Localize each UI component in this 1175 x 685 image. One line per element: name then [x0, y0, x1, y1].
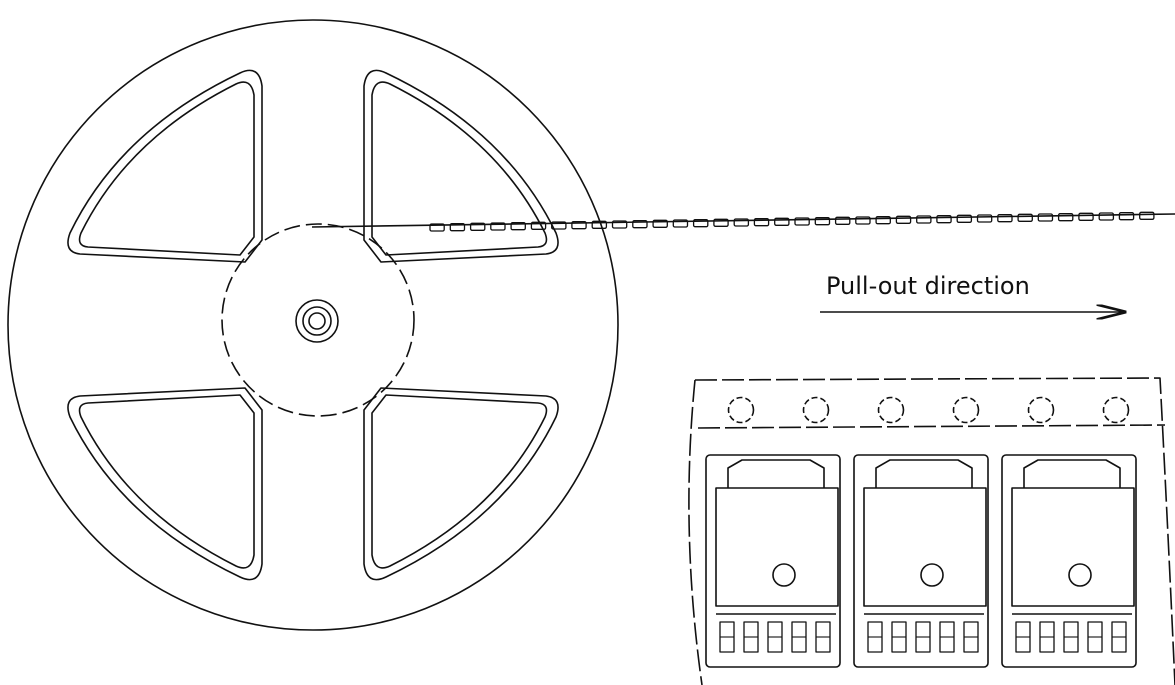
component-body [863, 487, 987, 607]
tape-pocket [753, 218, 770, 227]
tape-pocket [834, 216, 851, 225]
tape-pocket [429, 223, 445, 232]
smd-component [705, 454, 841, 668]
tape-detail [688, 377, 1175, 685]
sprocket-hole [727, 396, 755, 424]
tape-pocket [591, 220, 608, 229]
sprocket-hole [952, 396, 980, 424]
component-body [1011, 487, 1135, 607]
tape-pocket [1118, 212, 1135, 221]
sprocket-hole [802, 396, 830, 424]
tape-pocket [1078, 212, 1094, 221]
tape-pocket [632, 220, 648, 229]
tape-pocket [530, 221, 547, 230]
component-mounting-hole [920, 563, 944, 587]
tape-pocket [895, 215, 912, 224]
tape-pocket [1037, 213, 1054, 222]
tape-pocket [875, 216, 891, 225]
tape-detail-outline [688, 377, 1175, 685]
component-tab [875, 459, 973, 488]
tape-pocket [976, 214, 993, 223]
sprocket-hole [877, 396, 905, 424]
pull-out-direction-label: Pull-out direction [826, 272, 1030, 300]
tape-pocket [956, 214, 973, 223]
tape-pocket [551, 221, 567, 230]
component-tab [1023, 459, 1121, 488]
sprocket-hole [1027, 396, 1055, 424]
tape-components [705, 454, 1137, 668]
reel [7, 19, 619, 631]
tape-pocket [997, 214, 1013, 223]
tape-pocket [449, 223, 466, 232]
tape-pocket [855, 216, 871, 225]
tape-pocket [713, 218, 729, 227]
reel-flange [7, 19, 619, 631]
reel-hub [221, 223, 415, 417]
tape-pocket [510, 222, 526, 231]
component-pocket [1001, 454, 1137, 668]
tape-pocket [692, 219, 709, 228]
tape-pocket [1017, 213, 1033, 222]
tape-pocket [611, 220, 628, 229]
smd-component [853, 454, 989, 668]
sprocket-holes [727, 396, 1130, 424]
tape-pocket [469, 222, 486, 231]
reel-spindle-hole [295, 299, 339, 343]
component-pocket [853, 454, 989, 668]
tape-pockets [429, 211, 1155, 232]
carrier-tape-strip [311, 211, 1175, 232]
tape-pocket [1098, 212, 1115, 221]
tape-pocket [1057, 213, 1074, 222]
tape-pocket [733, 218, 750, 227]
tape-pocket [490, 222, 506, 231]
component-pocket [705, 454, 841, 668]
tape-top-edge [311, 213, 1175, 228]
tape-pocket [936, 215, 952, 224]
smd-component [1001, 454, 1137, 668]
reel-window-bottom-left [67, 387, 263, 581]
reel-window-top-left [67, 69, 263, 263]
reel-window-bottom-right [363, 387, 559, 581]
component-tab [727, 459, 825, 488]
tape-pocket [1139, 211, 1155, 220]
tape-pocket [814, 217, 831, 226]
tape-pocket [794, 217, 810, 226]
component-body [715, 487, 839, 607]
tape-detail-hole-row-edge [697, 424, 1166, 429]
component-mounting-hole [1068, 563, 1092, 587]
component-mounting-hole [772, 563, 796, 587]
tape-pocket [571, 221, 587, 230]
reel-window-top-right [363, 69, 559, 263]
sprocket-hole [1102, 396, 1130, 424]
tape-pocket [774, 217, 790, 226]
tape-pocket [672, 219, 689, 228]
tape-pocket [652, 219, 668, 228]
tape-pocket [916, 215, 932, 224]
